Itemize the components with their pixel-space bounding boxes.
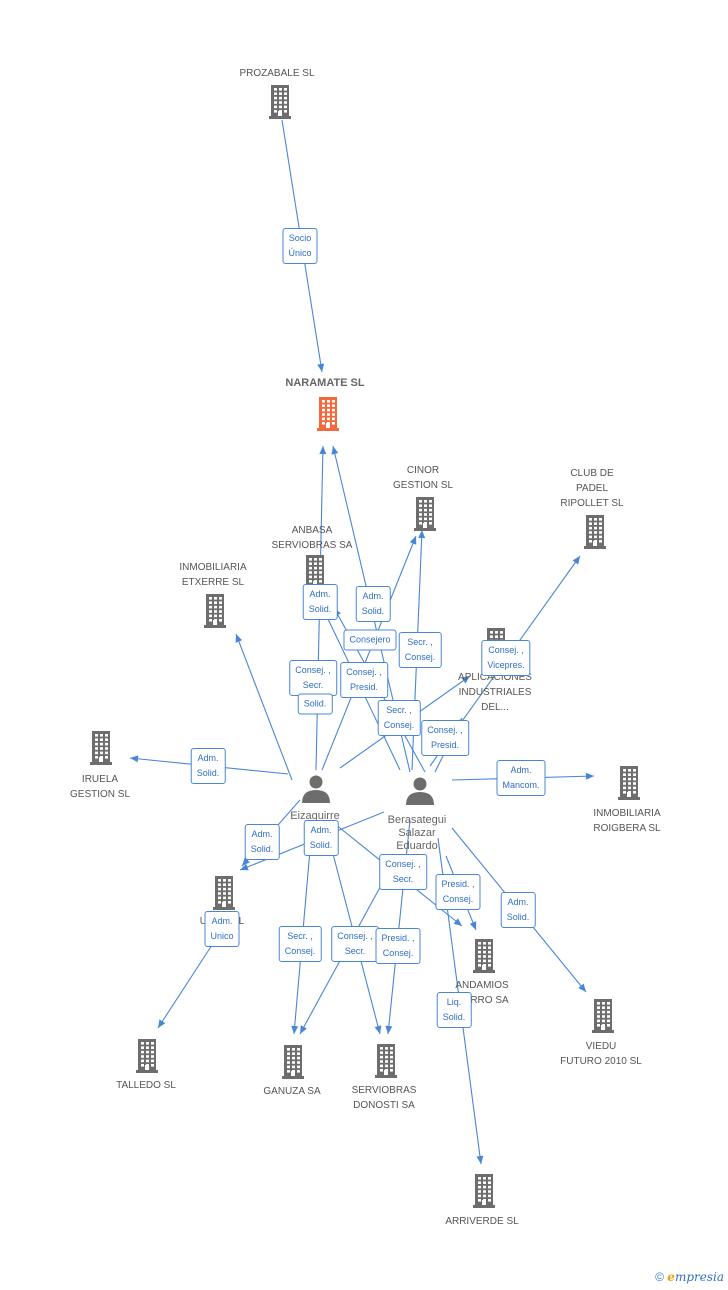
- edge-label-berasategui-to-ganuza[interactable]: Consej. , Secr.: [331, 926, 379, 962]
- edge-label-berasategui-to-aplicaciones[interactable]: Consej. , Presid.: [421, 720, 469, 756]
- edge-label-eizaguirre-to-iruela[interactable]: Adm. Solid.: [190, 748, 226, 784]
- node-label-prozabale[interactable]: PROZABALE SL: [239, 68, 315, 79]
- edge-arrow-prozabale-to-naramate: [317, 363, 325, 372]
- edge-label-berasategui-to-anbasa[interactable]: Consej. , Presid.: [340, 662, 388, 698]
- node-label-berasategui[interactable]: Berasategui Salazar Eduardo: [387, 814, 447, 852]
- node-label-clubpadel[interactable]: CLUB DE PADEL RIPOLLET SL: [560, 468, 624, 509]
- edge-label-eizaguirre-to-naramate[interactable]: Adm. Solid.: [302, 584, 338, 620]
- edge-arrow-berasategui-to-andamios: [469, 921, 477, 930]
- edge-label-eizaguirre-to-etxerre[interactable]: Consej. , Secr.: [289, 660, 337, 696]
- edge-arrow-berasategui-to-serviobras: [385, 1025, 393, 1034]
- node-label-talledo[interactable]: TALLEDO SL: [116, 1080, 176, 1091]
- edge-label-berasategui-to-ure[interactable]: Adm. Solid.: [303, 820, 339, 856]
- building-icon-etxerre[interactable]: [204, 594, 226, 628]
- edge-arrow-eizaguirre-to-aplicaciones: [461, 676, 470, 684]
- edge-label-berasategui-to-clubpadel[interactable]: Consej. , Vicepres.: [481, 640, 531, 676]
- edge-label-berasategui-to-cinor[interactable]: Secr. , Consej.: [398, 632, 442, 668]
- node-label-viedu[interactable]: VIEDU FUTURO 2010 SL: [560, 1041, 642, 1067]
- footer-brand[interactable]: © empresia: [655, 1270, 724, 1284]
- edge-arrow-berasategui-to-viedu: [578, 983, 586, 992]
- node-label-naramate[interactable]: NARAMATE SL: [285, 377, 365, 389]
- node-label-roigbera[interactable]: INMOBILIARIA ROIGBERA SL: [593, 808, 661, 834]
- edge-arrow-eizaguirre-to-andamios: [453, 918, 462, 926]
- edge-ure-to-talledo: [157, 944, 213, 1029]
- edge-label-berasategui-to-viedu[interactable]: Adm. Solid.: [500, 892, 536, 928]
- edge-label-eizaguirre-to-aplicaciones[interactable]: Secr. , Consej.: [377, 700, 421, 736]
- edge-arrow-berasategui-to-cinor: [418, 530, 426, 539]
- node-label-serviobras[interactable]: SERVIOBRAS DONOSTI SA: [351, 1085, 417, 1111]
- edge-arrow-eizaguirre-to-iruela: [130, 755, 139, 763]
- edge-arrow-eizaguirre-to-ure: [242, 857, 250, 866]
- edge-label-eizaguirre-to-ure[interactable]: Adm. Solid.: [244, 824, 280, 860]
- node-label-ganuza[interactable]: GANUZA SA: [263, 1086, 321, 1097]
- node-label-andamios[interactable]: ANDAMIOS ...ARRO SA: [455, 980, 509, 1006]
- building-icon-talledo[interactable]: [136, 1039, 158, 1073]
- edge-arrow-berasategui-to-clubpadel: [572, 556, 580, 565]
- building-icon-arriverde[interactable]: [473, 1174, 495, 1208]
- edge-label-berasategui-to-naramate[interactable]: Adm. Solid.: [355, 586, 391, 622]
- copyright-symbol: ©: [655, 1270, 664, 1284]
- building-icon-cinor[interactable]: [414, 497, 436, 531]
- building-icon-roigbera[interactable]: [618, 766, 640, 800]
- building-icon-andamios[interactable]: [473, 939, 495, 973]
- building-icon-clubpadel[interactable]: [584, 515, 606, 549]
- node-label-anbasa[interactable]: ANBASA SERVIOBRAS SA: [271, 525, 353, 551]
- building-icon-iruela[interactable]: [90, 731, 112, 765]
- node-label-arriverde[interactable]: ARRIVERDE SL: [445, 1216, 519, 1227]
- edge-arrow-eizaguirre-to-naramate: [319, 446, 327, 455]
- edge-label-berasategui-to-andamios[interactable]: Presid. , Consej.: [435, 874, 481, 910]
- person-icon-eizaguirre[interactable]: [302, 775, 330, 804]
- building-icon-ganuza[interactable]: [282, 1045, 304, 1079]
- edge-arrow-berasategui-to-ganuza: [300, 1025, 307, 1034]
- person-icon-berasategui[interactable]: [406, 777, 434, 806]
- node-label-iruela[interactable]: IRUELA GESTION SL: [69, 774, 131, 800]
- building-icon-naramate[interactable]: [317, 397, 339, 431]
- node-label-etxerre[interactable]: INMOBILIARIA ETXERRE SL: [179, 562, 247, 588]
- edge-label-eizaguirre-to-anbasa[interactable]: Consejero: [343, 629, 397, 651]
- brand-logo: empresia: [667, 1270, 724, 1284]
- edge-arrow-ure-to-talledo: [158, 1019, 166, 1028]
- edge-label-eizaguirre-to-cinor[interactable]: Solid.: [297, 693, 333, 715]
- edge-label-ure-to-talledo[interactable]: Adm. Unico: [204, 911, 240, 947]
- edge-arrow-eizaguirre-to-cinor: [409, 536, 417, 545]
- nodes-layer: [90, 85, 640, 1208]
- edge-label-berasategui-to-arriverde[interactable]: Liq. Solid.: [436, 992, 472, 1028]
- edge-eizaguirre-to-etxerre: [235, 633, 293, 781]
- node-label-aplicaciones[interactable]: APLICACIONES INDUSTRIALES DEL...: [458, 672, 532, 713]
- edge-label-berasategui-to-roigbera[interactable]: Adm. Mancom.: [496, 760, 546, 796]
- node-label-cinor[interactable]: CINOR GESTION SL: [392, 465, 454, 491]
- building-icon-prozabale[interactable]: [269, 85, 291, 119]
- edge-arrow-eizaguirre-to-ganuza: [291, 1025, 299, 1034]
- building-icon-viedu[interactable]: [592, 999, 614, 1033]
- building-icon-ure[interactable]: [213, 876, 235, 910]
- edge-eizaguirre-to-cinor: [321, 535, 417, 771]
- edge-arrow-berasategui-to-naramate: [331, 446, 339, 455]
- edge-arrow-eizaguirre-to-etxerre: [235, 634, 243, 643]
- edge-label-eizaguirre-to-serviobras[interactable]: Presid. , Consej.: [375, 928, 421, 964]
- building-icon-serviobras[interactable]: [375, 1044, 397, 1078]
- edge-label-prozabale-to-naramate[interactable]: Socio Único: [282, 228, 318, 264]
- edge-arrow-eizaguirre-to-serviobras: [374, 1025, 382, 1034]
- edge-arrow-berasategui-to-roigbera: [585, 772, 594, 780]
- edge-arrow-berasategui-to-arriverde: [476, 1155, 484, 1164]
- edge-label-eizaguirre-to-andamios[interactable]: Consej. , Secr.: [379, 854, 427, 890]
- edge-label-eizaguirre-to-ganuza[interactable]: Secr. , Consej.: [278, 926, 322, 962]
- edge-arrow-berasategui-to-ure: [240, 863, 249, 871]
